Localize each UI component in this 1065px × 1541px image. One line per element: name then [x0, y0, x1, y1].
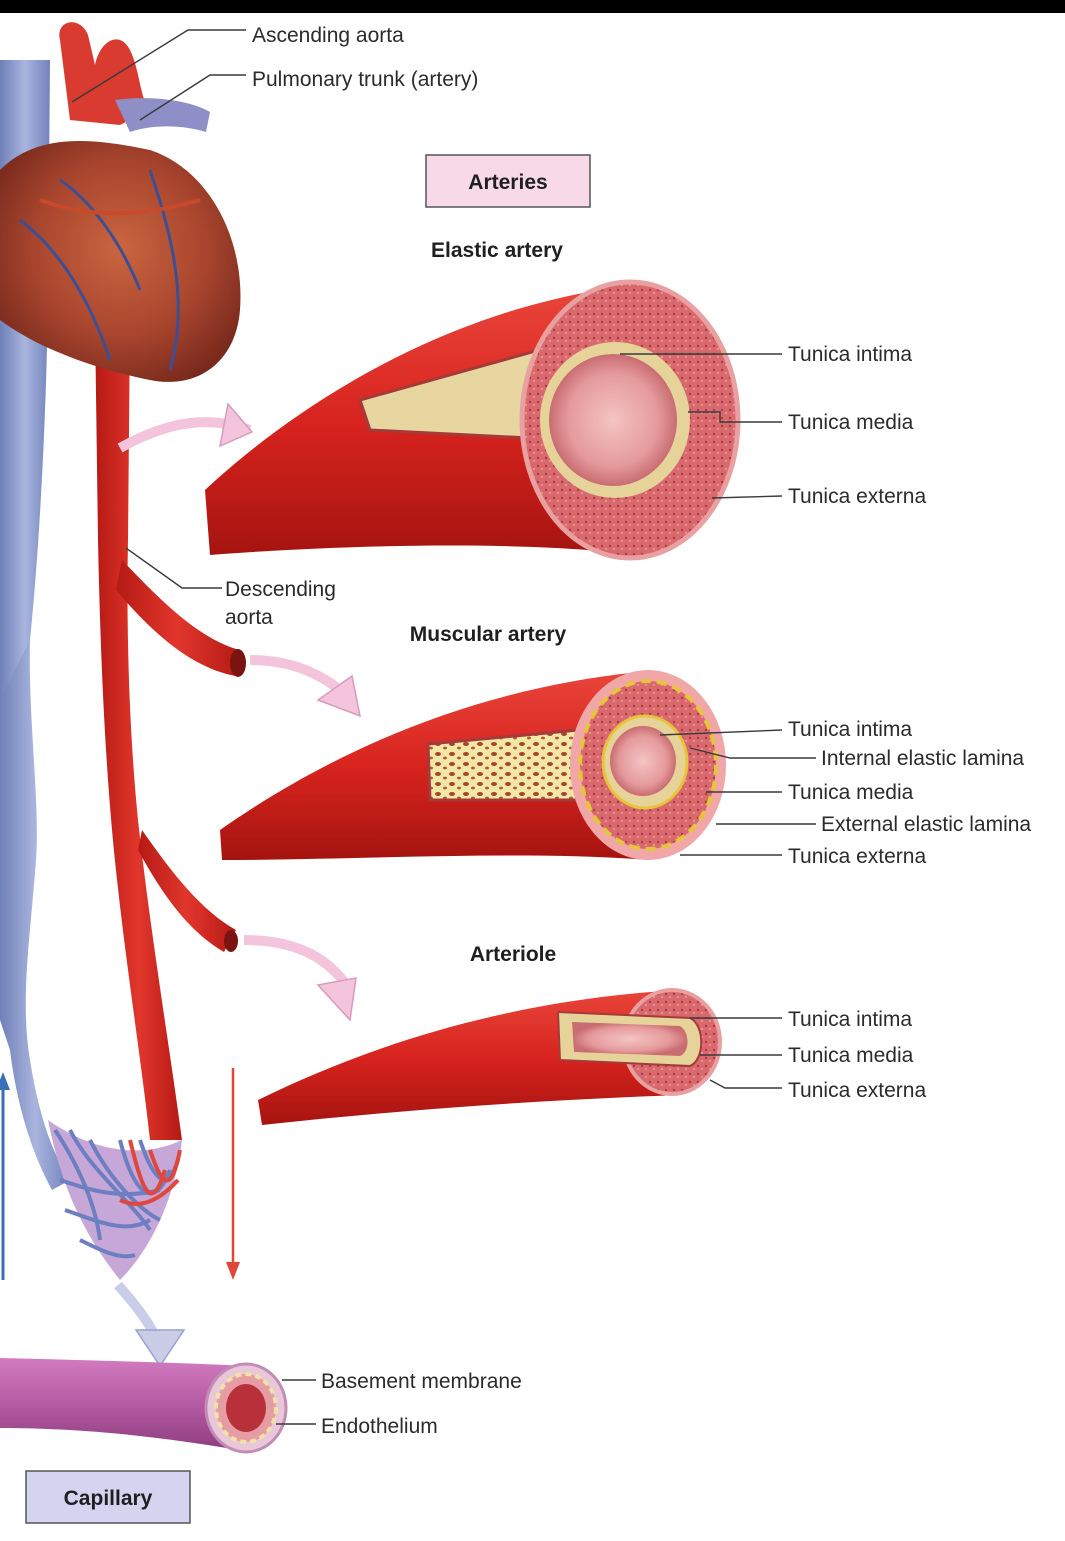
elastic-pointer-arrowhead [218, 402, 254, 448]
arteriole-tunica-media-label: Tunica media [788, 1044, 914, 1067]
elastic-tunica-externa-label: Tunica externa [788, 485, 926, 508]
elastic-artery-title: Elastic artery [431, 239, 563, 262]
muscular-pointer-arrowhead [316, 674, 362, 718]
elastic-tunica-media-label: Tunica media [788, 411, 914, 434]
capillary-basement-membrane-label: Basement membrane [321, 1370, 522, 1393]
capillary-endothelium-label: Endothelium [321, 1415, 438, 1438]
capillary-box-label: Capillary [64, 1487, 153, 1510]
arteriole-tunica-intima-label: Tunica intima [788, 1008, 912, 1031]
arteriole-tunica-externa-label: Tunica externa [788, 1079, 926, 1102]
descending-aorta-label-line2: aorta [225, 606, 273, 629]
muscular-artery-illustration [220, 670, 726, 860]
muscular-tunica-externa-label: Tunica externa [788, 845, 926, 868]
arteriole-illustration [258, 988, 722, 1125]
arteriole-pointer-arrowhead [316, 977, 357, 1022]
ascending-aorta-label: Ascending aorta [252, 24, 404, 47]
arterial-flow-arrow [226, 1068, 240, 1280]
muscular-artery-title: Muscular artery [410, 623, 567, 646]
elastic-tunica-intima-label: Tunica intima [788, 343, 912, 366]
pulmonary-trunk-label: Pulmonary trunk (artery) [252, 68, 478, 91]
muscular-tunica-media-label: Tunica media [788, 781, 914, 804]
capillary-pointer-arrowhead [134, 1329, 186, 1368]
capillary-illustration [0, 1358, 288, 1454]
descending-aorta-label-line1: Descending [225, 578, 336, 601]
muscular-tunica-intima-label: Tunica intima [788, 718, 912, 741]
capillary-box: Capillary [25, 1470, 191, 1524]
arteries-header-label: Arteries [468, 171, 547, 194]
arteries-header-box: Arteries [425, 154, 591, 208]
aorta [95, 320, 246, 1140]
muscular-internal-elastic-lamina-label: Internal elastic lamina [821, 747, 1024, 770]
muscular-external-elastic-lamina-label: External elastic lamina [821, 813, 1031, 836]
venous-flow-arrow [0, 1072, 10, 1280]
arteriole-title: Arteriole [470, 943, 556, 966]
capillary-bed [48, 1120, 182, 1280]
heart [0, 22, 241, 382]
elastic-artery-illustration [205, 279, 741, 561]
top-border [0, 0, 1065, 13]
